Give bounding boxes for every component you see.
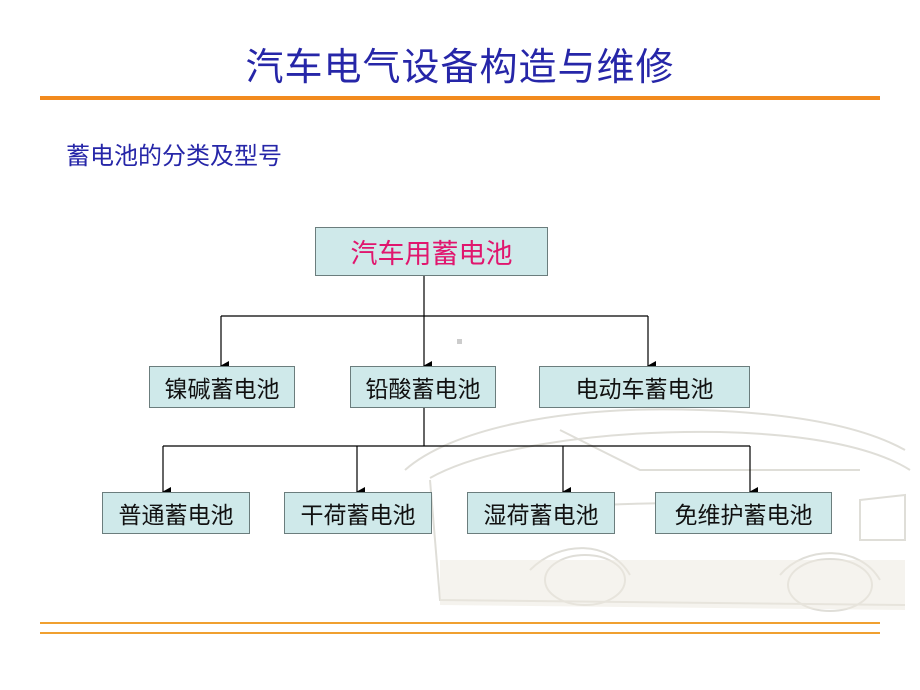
node-ordinary: 普通蓄电池 xyxy=(102,492,250,534)
footer-divider-top xyxy=(40,622,880,624)
node-lead-acid: 铅酸蓄电池 xyxy=(350,366,496,408)
footer-divider-bottom xyxy=(40,632,880,634)
node-dry-charged: 干荷蓄电池 xyxy=(284,492,432,534)
node-wet-charged: 湿荷蓄电池 xyxy=(467,492,615,534)
section-subtitle: 蓄电池的分类及型号 xyxy=(66,142,282,170)
node-root: 汽车用蓄电池 xyxy=(315,227,548,276)
node-electric-vehicle: 电动车蓄电池 xyxy=(539,366,750,408)
page-title: 汽车电气设备构造与维修 xyxy=(245,45,675,89)
title-divider xyxy=(40,96,880,100)
node-maintenance-free: 免维护蓄电池 xyxy=(655,492,832,534)
node-nickel-alkaline: 镍碱蓄电池 xyxy=(149,366,295,408)
